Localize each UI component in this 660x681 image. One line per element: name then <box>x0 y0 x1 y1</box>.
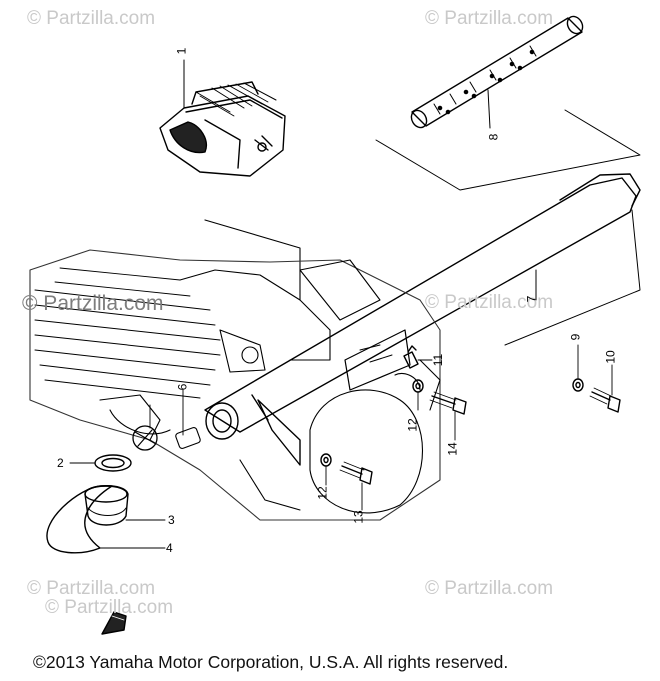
watermark-mid-right: © Partzilla.com <box>425 292 554 313</box>
watermark-top-right: © Partzilla.com <box>425 8 554 29</box>
washer-part-12-lower <box>320 453 332 486</box>
callout-11: 11 <box>431 353 446 367</box>
cover-part-4 <box>46 485 166 554</box>
callout-14: 14 <box>445 442 460 456</box>
callout-8: 8 <box>486 133 501 141</box>
callout-4: 4 <box>166 541 173 555</box>
watermark-bottom-left-2: © Partzilla.com <box>45 597 174 618</box>
watermark-bottom-right: © Partzilla.com <box>425 578 554 599</box>
washer-part-9 <box>572 344 584 392</box>
gasket-part-2 <box>69 454 132 472</box>
callout-3: 3 <box>168 513 175 527</box>
yamaha-stamp-icon <box>101 611 127 635</box>
bolt-part-13 <box>339 461 373 511</box>
joint-part-3 <box>84 485 166 526</box>
watermark-top-left: © Partzilla.com <box>27 8 156 29</box>
callout-1: 1 <box>174 47 189 55</box>
callout-9: 9 <box>568 333 583 341</box>
callout-7: 7 <box>524 295 539 303</box>
callout-12-lower: 12 <box>315 486 330 500</box>
watermark-bottom-left: © Partzilla.com <box>27 578 156 599</box>
watermark-mid-left: © Partzilla.com <box>22 292 164 315</box>
callout-6: 6 <box>175 383 190 391</box>
callout-2: 2 <box>57 456 64 470</box>
callout-10: 10 <box>603 350 618 364</box>
copyright-notice: ©2013 Yamaha Motor Corporation, U.S.A. A… <box>33 652 509 672</box>
engine-block <box>29 219 441 521</box>
bolt-part-11 <box>403 345 433 369</box>
muffler-part-7 <box>204 173 641 466</box>
air-filter-part-1 <box>159 59 286 177</box>
bolt-part-10 <box>589 364 621 413</box>
bolt-part-14 <box>429 391 467 441</box>
callout-13: 13 <box>351 510 366 524</box>
washer-part-12-upper <box>412 379 424 411</box>
callout-12-upper: 12 <box>405 418 420 432</box>
baffle-tube-part-8 <box>375 15 641 191</box>
